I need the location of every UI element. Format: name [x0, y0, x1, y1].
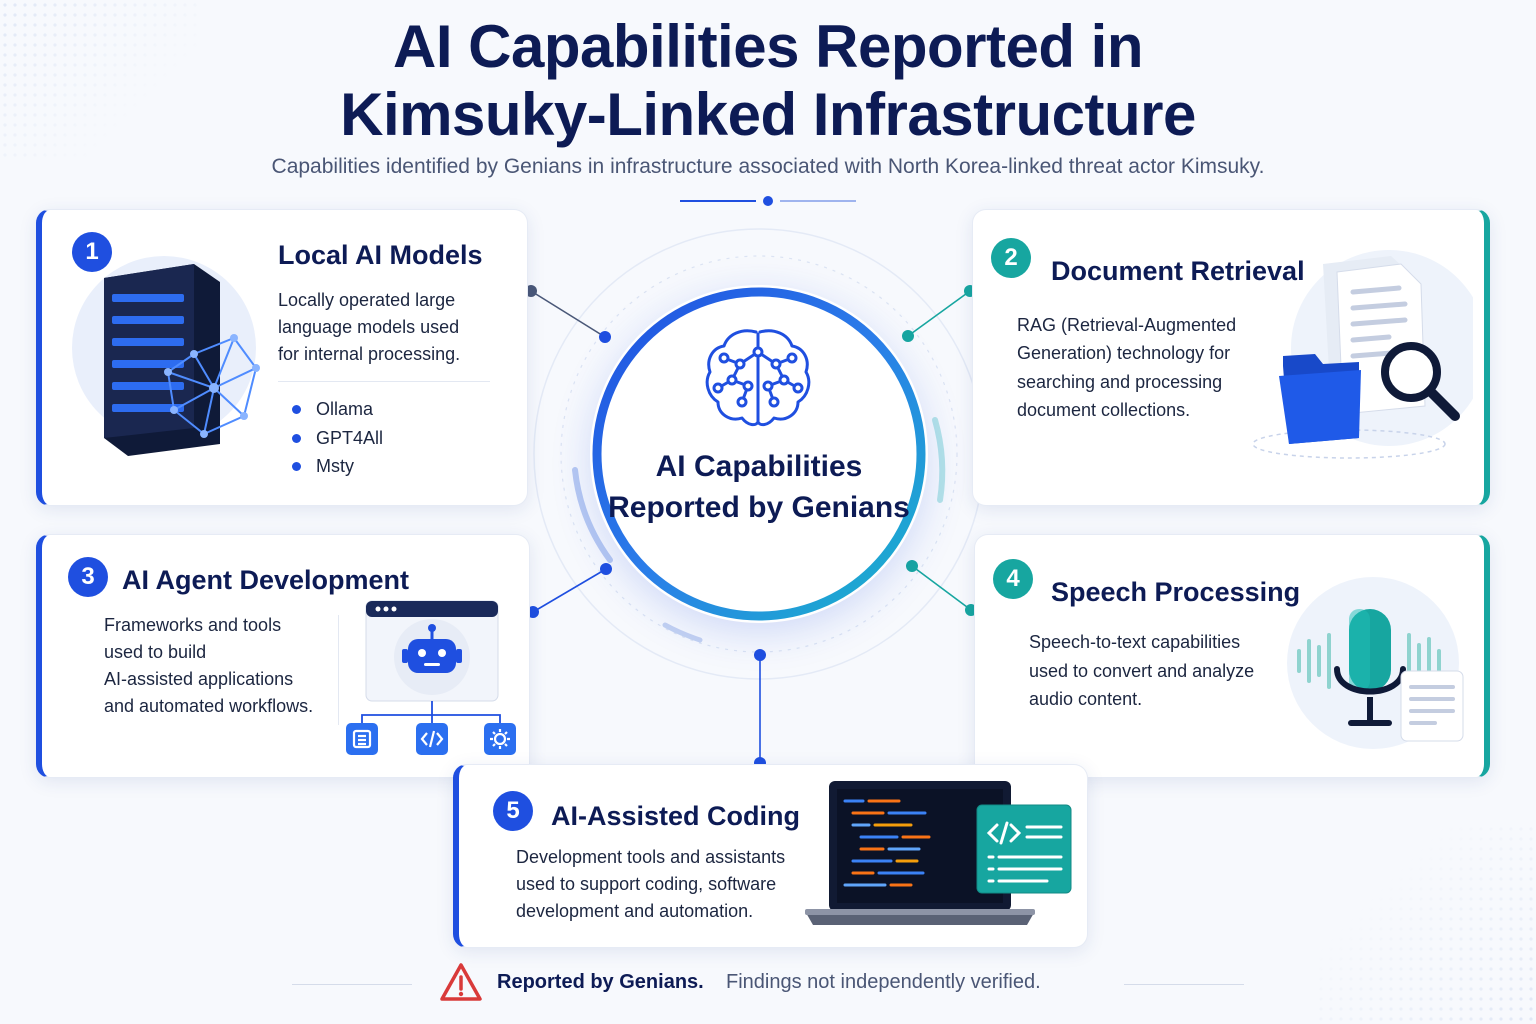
card-number-badge: 3	[68, 557, 108, 597]
card-number-badge: 5	[493, 791, 533, 831]
card-separator	[338, 615, 339, 725]
card-local-ai-models: 1 Local AI Models Locally operated large…	[36, 209, 528, 506]
card-description: Locally operated large language models u…	[278, 287, 460, 368]
card-description: RAG (Retrieval-Augmented Generation) tec…	[1017, 311, 1236, 424]
footer-source: Reported by Genians.	[497, 971, 704, 993]
document-search-icon	[1252, 250, 1473, 459]
description-line: Locally operated large	[278, 290, 456, 310]
card-ai-agent-development: 3 AI Agent Development Frameworks and to…	[36, 534, 530, 778]
card-description: Development tools and assistants used to…	[516, 844, 785, 925]
description-line: RAG (Retrieval-Augmented	[1017, 315, 1237, 335]
server-network-icon	[72, 256, 260, 456]
card-title: AI-Assisted Coding	[551, 801, 801, 831]
card-number-badge: 2	[991, 238, 1031, 278]
brain-network-icon	[705, 329, 811, 427]
description-line: language models used	[278, 317, 460, 337]
description-line: used to convert and analyze	[1029, 660, 1255, 681]
card-number-badge: 1	[72, 232, 112, 272]
description-line: Speech-to-text capabilities	[1029, 632, 1241, 652]
description-line: used to support coding, software	[516, 874, 777, 894]
microphone-icon	[1287, 577, 1464, 749]
description-line: Development tools and assistants	[516, 847, 786, 867]
card-document-retrieval: 2 Document Retrieval RAG (Retrieval-Augm…	[972, 209, 1490, 506]
card-separator	[278, 381, 490, 382]
card-speech-processing: 4 Speech Processing Speech-to-text capab…	[974, 534, 1490, 778]
card-description: Frameworks and tools used to build AI-as…	[104, 612, 313, 720]
page-title-line-2: Kimsuky-Linked Infrastructure	[340, 81, 1196, 148]
card-title: Local AI Models	[278, 240, 483, 270]
footer-divider-right	[1124, 984, 1244, 985]
card-ai-assisted-coding: 5 AI-Assisted Coding Development tools a…	[453, 764, 1088, 948]
description-line: AI-assisted applications	[104, 669, 294, 689]
page-title-line-1: AI Capabilities Reported in	[393, 13, 1143, 80]
description-line: document collections.	[1017, 399, 1191, 420]
footer-disclaimer: Findings not independently verified.	[726, 971, 1041, 993]
description-line: Frameworks and tools	[104, 615, 282, 635]
warning-icon	[440, 963, 482, 1001]
description-line: development and automation.	[516, 901, 754, 921]
description-line: and automated workflows.	[104, 696, 314, 716]
description-line: for internal processing.	[278, 344, 461, 364]
card-title: Speech Processing	[1051, 577, 1301, 607]
description-line: searching and processing	[1017, 371, 1223, 392]
list-item: GPT4All	[292, 424, 383, 453]
center-ring	[592, 287, 926, 621]
description-line: Generation) technology for	[1017, 343, 1231, 364]
background-dots-bottom-right	[1316, 824, 1536, 1024]
description-line: used to build	[104, 642, 207, 662]
background-dots-top-left	[0, 0, 200, 160]
robot-window-icon	[346, 600, 516, 755]
list-item: Msty	[292, 452, 383, 481]
center-label: AI Capabilities Reported by Genians	[608, 450, 910, 524]
footer-divider-left	[292, 984, 412, 985]
model-list: Ollama GPT4All Msty	[292, 395, 383, 481]
list-item: Ollama	[292, 395, 383, 424]
page-subtitle: Capabilities identified by Genians in in…	[271, 155, 1265, 178]
card-number-badge: 4	[993, 559, 1033, 599]
card-description: Speech-to-text capabilities used to conv…	[1029, 628, 1254, 714]
card-title: AI Agent Development	[122, 565, 410, 595]
laptop-code-icon	[805, 781, 1072, 925]
title-divider	[680, 196, 856, 206]
card-title: Document Retrieval	[1051, 256, 1305, 286]
description-line: audio content.	[1029, 689, 1143, 709]
